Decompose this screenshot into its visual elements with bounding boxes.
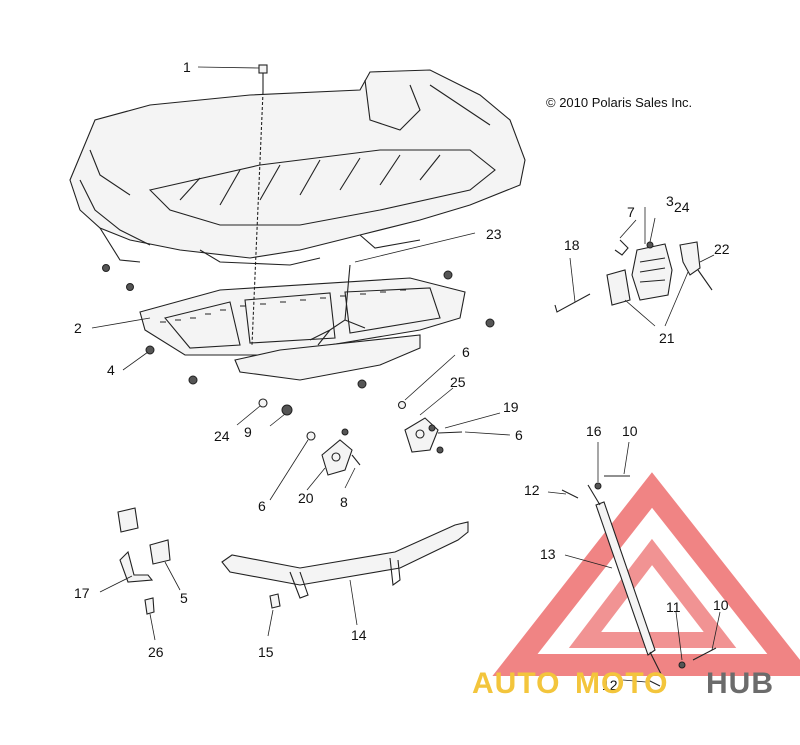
callout-3: 3 xyxy=(666,193,674,209)
cargo-box-ribs xyxy=(179,154,441,206)
callout-1: 1 xyxy=(183,59,191,75)
latch-bracket-right xyxy=(679,241,701,276)
bolt-15 xyxy=(269,593,281,609)
callout-12-lower: 12 xyxy=(602,677,618,693)
bumper-upper xyxy=(117,507,139,533)
nut-box-left xyxy=(102,264,110,272)
callout-10-upper: 10 xyxy=(622,423,638,439)
callout-20: 20 xyxy=(298,490,314,506)
callout-24-left: 24 xyxy=(214,428,230,444)
clamp-17 xyxy=(119,550,154,583)
washer-16 xyxy=(594,482,602,490)
watermark-text-hub: HUB xyxy=(706,667,774,700)
nut-frame-left xyxy=(188,375,198,385)
frame-wiring xyxy=(309,264,366,346)
watermark-text-auto: AUTO xyxy=(472,667,560,700)
callout-15: 15 xyxy=(258,644,274,660)
bracket-group-left xyxy=(117,507,171,615)
washer-24 xyxy=(258,398,268,408)
bolt-1 xyxy=(251,64,268,346)
gas-shock-13 xyxy=(561,475,717,687)
callout-10-lower: 10 xyxy=(713,597,729,613)
callout-9: 9 xyxy=(244,424,252,440)
callout-25: 25 xyxy=(450,374,466,390)
callout-16: 16 xyxy=(586,423,602,439)
leader-lines xyxy=(91,66,721,683)
callout-26: 26 xyxy=(148,644,164,660)
callout-12-upper: 12 xyxy=(524,482,540,498)
bumper-5 xyxy=(149,539,171,565)
nut-frame-right xyxy=(485,318,495,328)
callout-labels: 1 2 3 4 5 6 6 6 7 8 9 10 10 11 12 12 13 … xyxy=(74,59,730,693)
cargo-box-rail-left xyxy=(79,149,151,246)
cargo-frame xyxy=(139,264,466,381)
cross-tube-14 xyxy=(221,521,469,609)
clip-12-upper xyxy=(561,489,579,499)
washer-11 xyxy=(678,661,686,669)
frame-crossbar xyxy=(234,334,421,381)
watermark-triangle-inner xyxy=(568,538,737,648)
callout-8: 8 xyxy=(340,494,348,510)
nut-box-left-2 xyxy=(126,283,134,291)
watermark-logo xyxy=(492,472,800,676)
callout-24-right: 24 xyxy=(674,199,690,215)
clip-12-lower xyxy=(647,679,661,687)
nut-crossbar xyxy=(357,379,367,389)
frame-inner-mid xyxy=(244,292,336,344)
frame-inner-left xyxy=(164,301,241,349)
watermark-triangle-outer xyxy=(492,472,800,676)
copyright-text: © 2010 Polaris Sales Inc. xyxy=(546,95,692,110)
bolt-26 xyxy=(144,597,155,615)
callout-21: 21 xyxy=(659,330,675,346)
cargo-box-floor xyxy=(148,149,496,226)
callout-2: 2 xyxy=(74,320,82,336)
callout-11: 11 xyxy=(666,599,681,615)
callout-23: 23 xyxy=(486,226,502,242)
clip-7 xyxy=(614,239,629,256)
callout-5: 5 xyxy=(180,590,188,606)
nut-24-latch xyxy=(646,241,654,249)
callout-6-upper: 6 xyxy=(462,344,470,360)
callout-18: 18 xyxy=(564,237,580,253)
frame-nuts xyxy=(102,264,495,416)
latch-assembly xyxy=(606,239,713,306)
callout-19: 19 xyxy=(503,399,519,415)
rod-18 xyxy=(554,293,591,313)
watermark-text: AUTO MOTO HUB xyxy=(472,667,774,700)
callout-7: 7 xyxy=(627,204,635,220)
bumper-9 xyxy=(281,404,293,416)
cargo-box-rail-right xyxy=(364,79,491,131)
callout-13: 13 xyxy=(540,546,556,562)
hinge-20 xyxy=(306,428,361,476)
bolt-22 xyxy=(697,269,713,291)
cargo-box xyxy=(69,69,526,266)
callout-6-left: 6 xyxy=(258,498,266,514)
frame-inner-right xyxy=(344,287,441,334)
cargo-box-shell xyxy=(69,69,526,259)
callout-17: 17 xyxy=(74,585,90,601)
nut-frame-right-top xyxy=(443,270,453,280)
callout-14: 14 xyxy=(351,627,367,643)
latch-3 xyxy=(631,243,673,301)
callout-4: 4 xyxy=(107,362,115,378)
latch-bracket-left xyxy=(606,269,631,306)
callout-6-right: 6 xyxy=(515,427,523,443)
hinge-19 xyxy=(397,400,463,454)
frame-slots xyxy=(160,289,406,323)
frame-outer xyxy=(139,277,466,356)
callout-22: 22 xyxy=(714,241,730,257)
watermark-text-moto: MOTO xyxy=(575,667,668,700)
